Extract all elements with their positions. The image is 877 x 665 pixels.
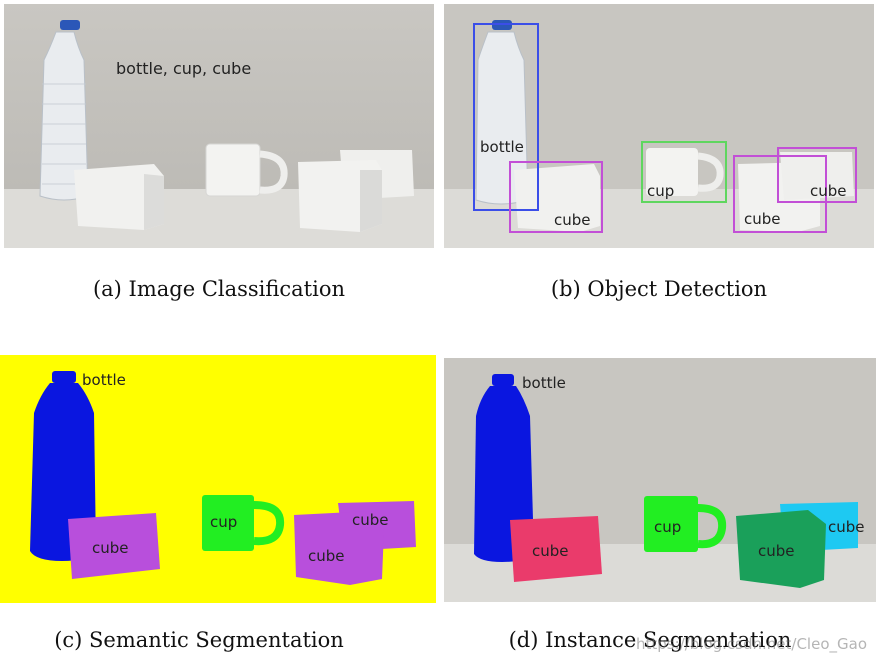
caption-d: (d) Instance Segmentation — [508, 628, 792, 652]
bottle-mask — [474, 374, 534, 562]
bottle-mask-label: bottle — [522, 374, 566, 392]
bottle-mask — [30, 371, 96, 561]
bottle-mask-label: bottle — [82, 371, 126, 389]
panel-semantic-segmentation: bottle cube cup cube cube — [0, 355, 436, 603]
bottle-object — [39, 20, 89, 201]
watermark: https://blog.csdn.net/Cleo_Gao — [636, 635, 867, 653]
cup-box-label: cup — [647, 182, 674, 200]
cup-mask — [644, 496, 727, 552]
cube-bounding-box-2 — [733, 155, 827, 233]
cup-mask — [202, 495, 285, 551]
cube-object — [514, 164, 600, 232]
cube-mask-1 — [510, 516, 602, 582]
cup-mask-label: cup — [210, 513, 237, 531]
classification-labels: bottle, cup, cube — [116, 59, 251, 78]
cup-object — [646, 148, 724, 196]
cube-object — [780, 152, 854, 200]
cube-box-label-2: cube — [744, 210, 781, 228]
classification-photo: bottle, cup, cube — [4, 4, 434, 248]
cube-object — [298, 150, 414, 232]
bottle-box-label: bottle — [480, 138, 524, 156]
cube-mask-2 — [736, 510, 826, 588]
cube-box-label-3: cube — [810, 182, 847, 200]
cube-mask-label-1: cube — [532, 542, 569, 560]
caption-a: (a) Image Classification — [92, 277, 346, 301]
cube-mask-label-1: cube — [92, 539, 129, 557]
bottle-bounding-box — [473, 23, 539, 211]
cube-bounding-box-3 — [777, 147, 857, 203]
cube-mask-2 — [294, 511, 384, 585]
panel-image-classification: bottle, cup, cube — [4, 4, 434, 248]
semantic-mask: bottle cube cup cube cube — [0, 355, 436, 603]
cup-object — [205, 143, 288, 197]
instance-mask: bottle cube cup cube cube — [444, 358, 876, 602]
panel-object-detection: bottle cube cup cube cube — [444, 4, 874, 248]
cube-mask-label-2: cube — [758, 542, 795, 560]
cube-mask-label-3: cube — [352, 511, 389, 529]
cube-box-label-1: cube — [554, 211, 591, 229]
caption-b: (b) Object Detection — [550, 277, 768, 301]
cube-mask-1 — [68, 513, 160, 579]
panel-instance-segmentation: bottle cube cup cube cube — [444, 358, 876, 602]
detection-photo: bottle cube cup cube cube — [444, 4, 874, 248]
cube-object — [74, 164, 164, 230]
cup-bounding-box — [641, 141, 727, 203]
cube-mask-label-3: cube — [828, 518, 865, 536]
cube-mask-label-2: cube — [308, 547, 345, 565]
caption-c: (c) Semantic Segmentation — [54, 628, 344, 652]
cup-mask-label: cup — [654, 518, 681, 536]
cube-bounding-box-1 — [509, 161, 603, 233]
